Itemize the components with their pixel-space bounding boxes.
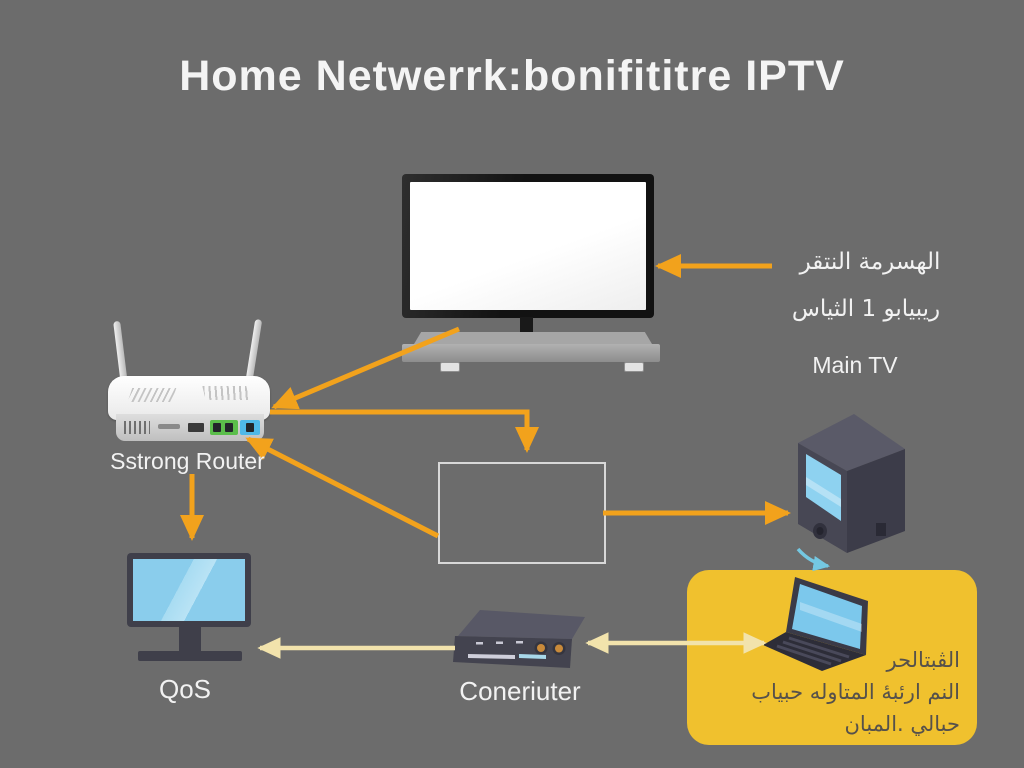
router-wan-port <box>188 423 204 432</box>
router-illustration <box>108 376 270 420</box>
ethernet-port-icon <box>225 423 233 432</box>
router-front-vents <box>124 421 150 434</box>
crt-side-face <box>847 449 905 553</box>
tv-shelf-front <box>402 344 660 362</box>
crt-screen-glare <box>806 477 841 507</box>
arrow-router-to-box <box>270 409 540 454</box>
tv-note-line2: ريبيابو 1 الثياس <box>791 296 941 322</box>
qos-label: QoS <box>158 674 212 704</box>
settop-label: Coneriuter <box>459 676 581 706</box>
settop-box-illustration <box>453 610 585 668</box>
keyboard-row <box>776 644 832 666</box>
crt-top-face <box>798 414 905 471</box>
rca-port-pin <box>537 644 545 652</box>
ethernet-port-icon <box>246 423 254 432</box>
router-ports-face <box>116 414 264 441</box>
router-label: Sstrong Router <box>110 448 265 474</box>
shelf-foot-left <box>440 362 460 372</box>
arrow-tv-to-router <box>271 326 460 410</box>
settop-slot-blue <box>519 654 546 659</box>
router-lan-ports-green <box>210 420 238 435</box>
crt-screen <box>806 454 841 521</box>
secondary-tv-illustration <box>798 414 905 553</box>
main-tv-label: Main TV <box>812 352 898 378</box>
keyboard-row <box>788 636 850 659</box>
tv-note-line1: الهسرمة النتقر <box>799 249 941 275</box>
main-tv-illustration <box>402 174 654 318</box>
settop-top-face <box>458 610 585 639</box>
tv-shelf-top <box>414 332 652 344</box>
crt-side-port <box>876 523 886 536</box>
laptop-note-line1: الڤبتالحر <box>886 648 960 672</box>
laptop-screen-glare <box>800 602 862 632</box>
ethernet-port-icon <box>213 423 221 432</box>
settop-label-speck <box>496 641 503 644</box>
shelf-foot-right <box>624 362 644 372</box>
swivel-arrow-icon <box>796 547 831 572</box>
router-slot <box>158 424 180 429</box>
laptop-note-line2: النم ارئبهٔ المتاوله حبياب <box>751 680 960 704</box>
laptop-note-text: الڤبتالحر النم ارئبهٔ المتاوله حبياب حبا… <box>736 644 960 740</box>
laptop-screen <box>792 584 862 649</box>
diagram-title: Home Netwerrk:bonifititre IPTV <box>179 52 845 100</box>
settop-slot-gray <box>468 654 515 659</box>
crt-knob-center <box>816 527 824 535</box>
laptop-illustration <box>763 577 868 671</box>
settop-label-speck <box>476 642 483 645</box>
tv-screen <box>410 182 646 310</box>
qos-monitor-screen <box>133 559 245 621</box>
settop-label-speck <box>516 641 523 644</box>
qos-monitor-illustration <box>127 553 251 627</box>
qos-monitor-base <box>138 651 242 661</box>
laptop-note-line3: حبالي .المبان <box>844 712 961 736</box>
qos-monitor-neck <box>179 627 201 653</box>
router-lan-port-blue <box>240 420 260 435</box>
rca-port-pin <box>555 644 563 653</box>
keyboard-row <box>782 640 842 663</box>
arrow-box-to-router <box>245 436 440 539</box>
